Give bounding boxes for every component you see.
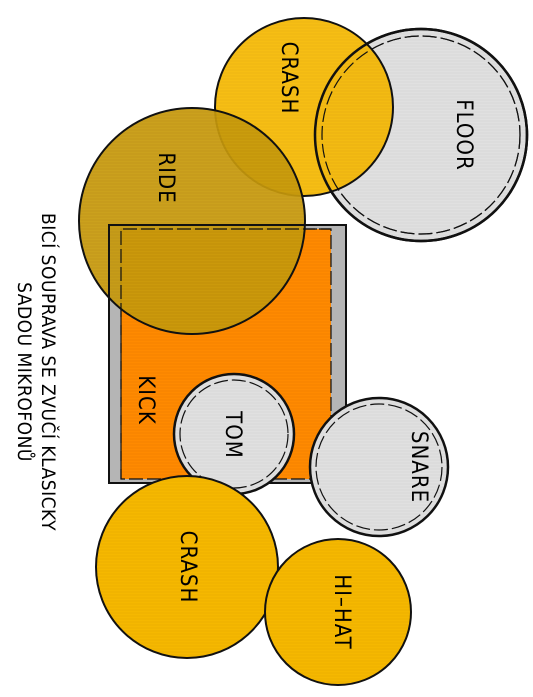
- snare-drum: [308, 396, 450, 538]
- snare-label: SNARE: [406, 431, 431, 503]
- kick-label: KICK: [133, 375, 158, 425]
- floor-label: FLOOR: [451, 99, 476, 171]
- caption-line-2: SADOU MIKROFONŮ: [13, 282, 37, 462]
- tom-label: TOM: [220, 410, 245, 459]
- hihat-cymbal: [264, 538, 412, 686]
- crash-top-label: CRASH: [276, 42, 301, 115]
- caption-line-1: BICÍ SOUPRAVA SE ZVUČÍ KLASICKY: [37, 213, 61, 531]
- crash-cymbal-bottom: [95, 475, 279, 659]
- ride-label: RIDE: [153, 152, 178, 203]
- floor-tom-outline-overlay: [313, 27, 529, 243]
- hihat-label: HI–HAT: [329, 574, 354, 649]
- ride-cymbal: [78, 107, 306, 335]
- crash-bottom-label: CRASH: [175, 531, 200, 604]
- kick-drum-outline-overlay: [108, 224, 346, 483]
